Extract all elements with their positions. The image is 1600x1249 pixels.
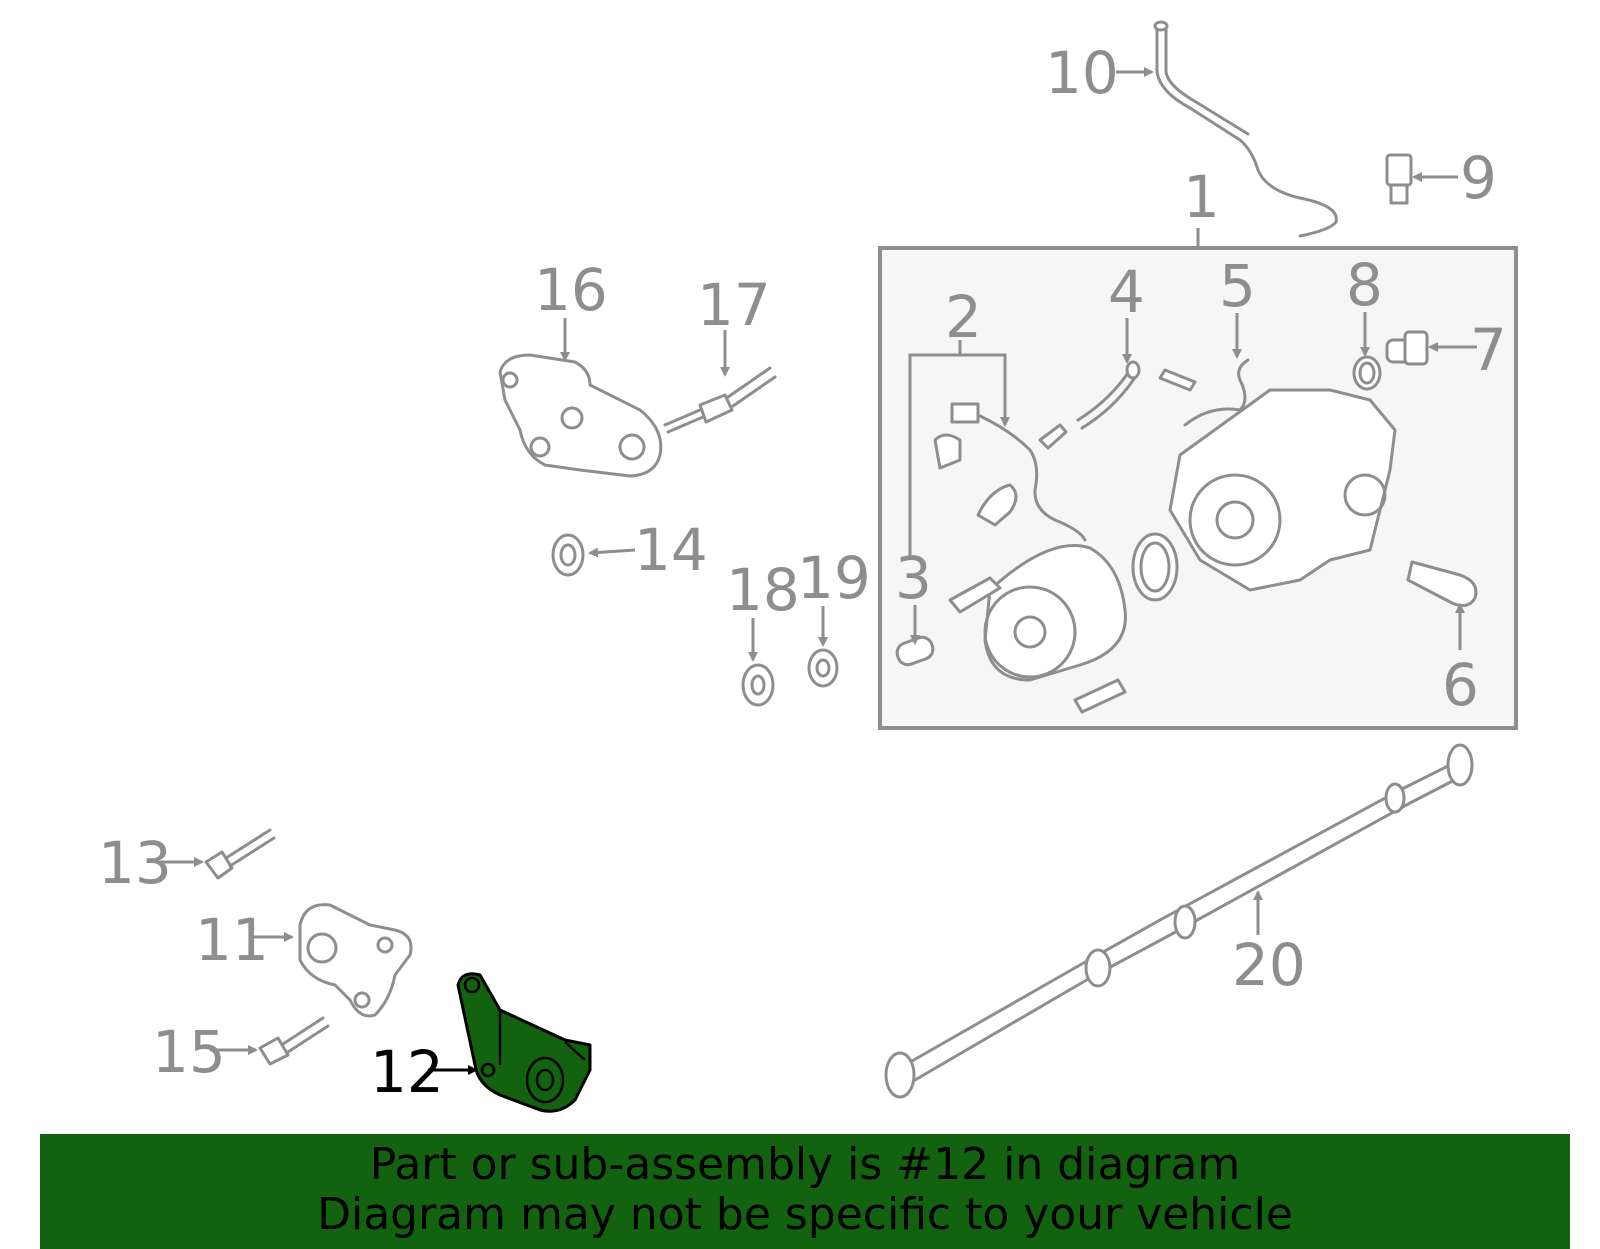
part-4-hose[interactable] [1076,318,1141,430]
callout-9: 9 [1460,144,1497,212]
callout-19: 19 [797,544,871,612]
callout-6: 6 [1442,651,1479,719]
part-20-driveshaft[interactable] [884,743,1474,1099]
part-7-plug[interactable] [1385,330,1477,366]
part-19-nut[interactable] [807,606,839,688]
part-13-bolt[interactable] [160,828,276,880]
banner-line-2: Diagram may not be specific to your vehi… [317,1189,1293,1240]
callout-3: 3 [895,544,932,612]
callout-2: 2 [945,283,982,351]
callout-4: 4 [1108,258,1145,326]
part-6-sensor[interactable] [1406,560,1478,650]
differential-housing [933,368,1397,714]
callout-14: 14 [634,516,708,584]
part-2-harness[interactable] [908,340,1087,542]
banner-line-1: Part or sub-assembly is #12 in diagram [369,1139,1241,1190]
callout-11: 11 [195,906,269,974]
callout-10: 10 [1045,39,1119,107]
part-3-plug[interactable] [894,398,935,667]
part-18-washer[interactable] [741,618,775,707]
part-11-bracket[interactable] [252,903,413,1018]
callout-5: 5 [1219,252,1256,320]
callout-13: 13 [98,829,172,897]
callout-15: 15 [152,1018,226,1086]
part-12-bracket-highlighted[interactable] [428,972,592,1113]
callout-12: 12 [370,1038,444,1106]
callout-16: 16 [534,256,608,324]
part-16-bracket[interactable] [498,318,663,478]
part-17-stud[interactable] [663,330,777,434]
callout-20: 20 [1232,931,1306,999]
part-15-bolt[interactable] [210,1016,330,1066]
part-5-pipe[interactable] [1183,313,1250,427]
callout-1: 1 [1183,163,1220,231]
part-10-breather-hose[interactable] [1116,20,1338,238]
callout-17: 17 [697,271,771,339]
part-9-sensor[interactable] [1385,153,1458,205]
part-14-nut[interactable] [551,533,636,577]
part-8-oring[interactable] [1352,312,1382,391]
callout-7: 7 [1470,316,1507,384]
callout-18: 18 [726,556,800,624]
info-banner: Part or sub-assembly is #12 in diagram D… [40,1134,1570,1249]
callout-8: 8 [1346,251,1383,319]
